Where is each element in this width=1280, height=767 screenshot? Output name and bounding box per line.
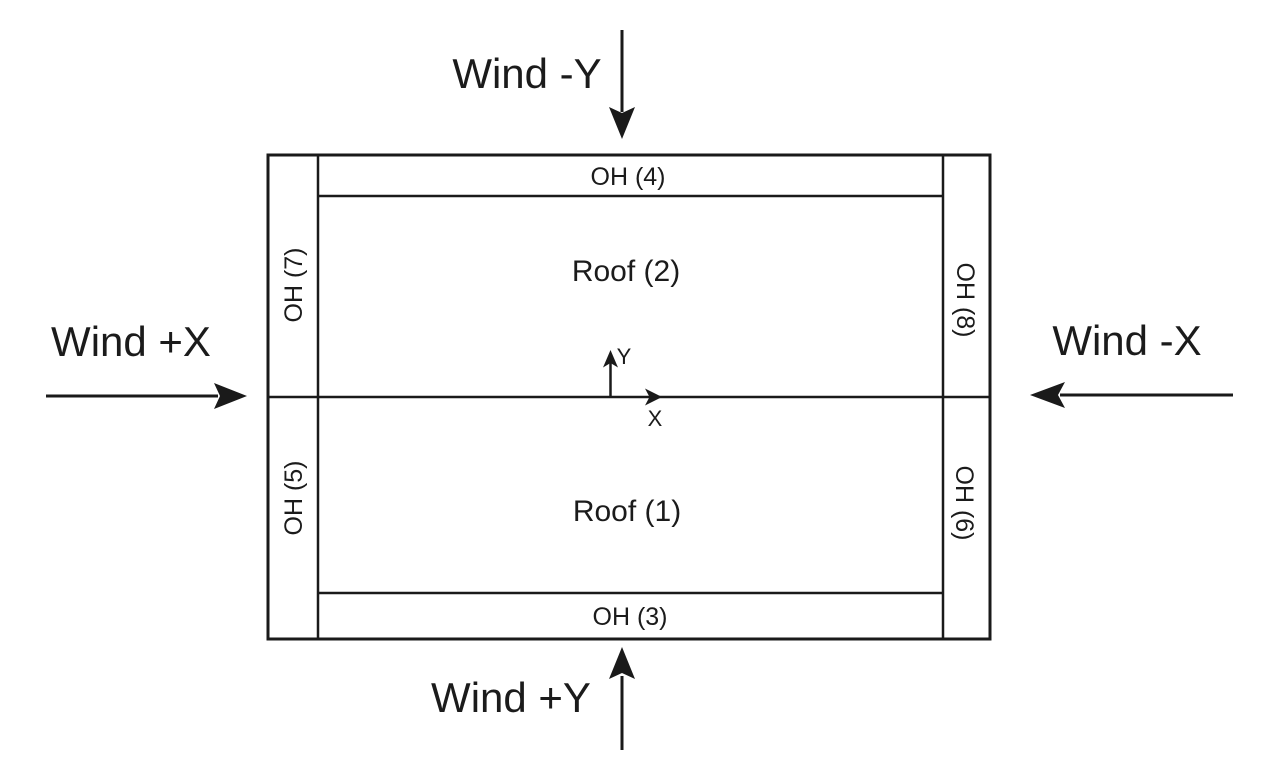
oh-6-label: OH (6) xyxy=(950,466,978,541)
oh-3-label: OH (3) xyxy=(593,603,668,631)
wind-neg-x-label: Wind -X xyxy=(1052,317,1201,364)
wind-arrow-left xyxy=(46,383,247,409)
wind-left-arrowhead-icon xyxy=(214,383,247,409)
wind-arrow-top xyxy=(609,30,635,139)
roof-2-label: Roof (2) xyxy=(572,255,680,288)
wind-arrow-bottom xyxy=(609,647,635,750)
building-plan xyxy=(266,153,992,641)
wind-arrow-right xyxy=(1030,382,1233,408)
y-axis-arrowhead-icon xyxy=(603,350,618,368)
oh-7-label: OH (7) xyxy=(280,248,308,323)
x-axis-arrowhead-icon xyxy=(645,388,662,406)
oh-4-label: OH (4) xyxy=(591,163,666,191)
wind-right-arrowhead-icon xyxy=(1030,382,1065,408)
oh-8-label: OH (8) xyxy=(951,263,979,338)
roof-1-label: Roof (1) xyxy=(573,495,681,528)
wind-pos-x-label: Wind +X xyxy=(51,318,211,365)
wind-neg-y-label: Wind -Y xyxy=(452,50,601,97)
y-axis-label: Y xyxy=(617,344,632,369)
oh-5-label: OH (5) xyxy=(280,461,308,536)
wind-pos-y-label: Wind +Y xyxy=(431,674,591,721)
x-axis-label: X xyxy=(648,406,663,431)
wind-top-arrowhead-icon xyxy=(609,107,635,139)
wind-bottom-arrowhead-icon xyxy=(609,647,635,679)
coordinate-axes: Y X xyxy=(603,344,663,431)
